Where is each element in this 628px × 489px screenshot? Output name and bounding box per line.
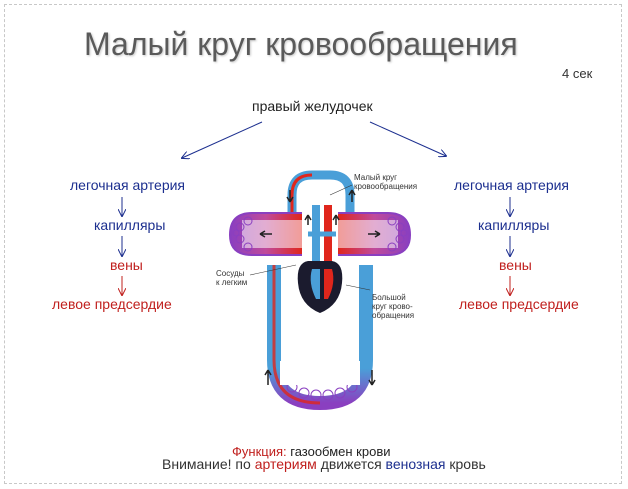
right-ventricle-label: правый желудочек	[252, 98, 373, 114]
time-label: 4 сек	[562, 66, 593, 81]
left-pulmonary-artery-label: легочная артерия	[70, 177, 186, 193]
big-circle-label: Большой круг крово- обращения	[372, 293, 415, 320]
right-capillaries-label: капилляры	[478, 217, 550, 233]
slide-title: Малый круг кровообращения	[84, 26, 518, 62]
function-line: Функция: газообмен крови	[232, 444, 390, 459]
note-w5: кровь	[449, 456, 486, 472]
right-veins-label: вены	[499, 257, 532, 273]
left-atrium-label: левое предсердие	[52, 296, 172, 312]
small-circle-label: Малый круг кровообращения	[354, 173, 418, 191]
right-atrium-label: левое предсердие	[459, 296, 579, 312]
right-pulmonary-artery-label: легочная артерия	[454, 177, 570, 193]
arrow-root-left	[182, 121, 263, 158]
circulation-figure: Малый круг кровообращения Сосуды к легки…	[212, 165, 428, 417]
arrow-root-right	[369, 121, 446, 156]
slide-frame	[4, 4, 622, 484]
left-veins-label: вены	[110, 257, 143, 273]
note-w1: Внимание! по	[162, 456, 251, 472]
function-prefix: Функция:	[232, 444, 287, 459]
note-w2: артериям	[254, 456, 317, 472]
note-w4: венозная	[385, 456, 446, 472]
left-capillaries-label: капилляры	[94, 217, 166, 233]
vessels-to-lungs-label: Сосуды к легким	[216, 269, 248, 287]
circulation-diagram-icon	[228, 170, 412, 411]
note-line: Внимание! по артериям движется венозная …	[162, 456, 486, 472]
note-w3: движется	[320, 456, 382, 472]
function-text: газообмен крови	[290, 444, 391, 459]
